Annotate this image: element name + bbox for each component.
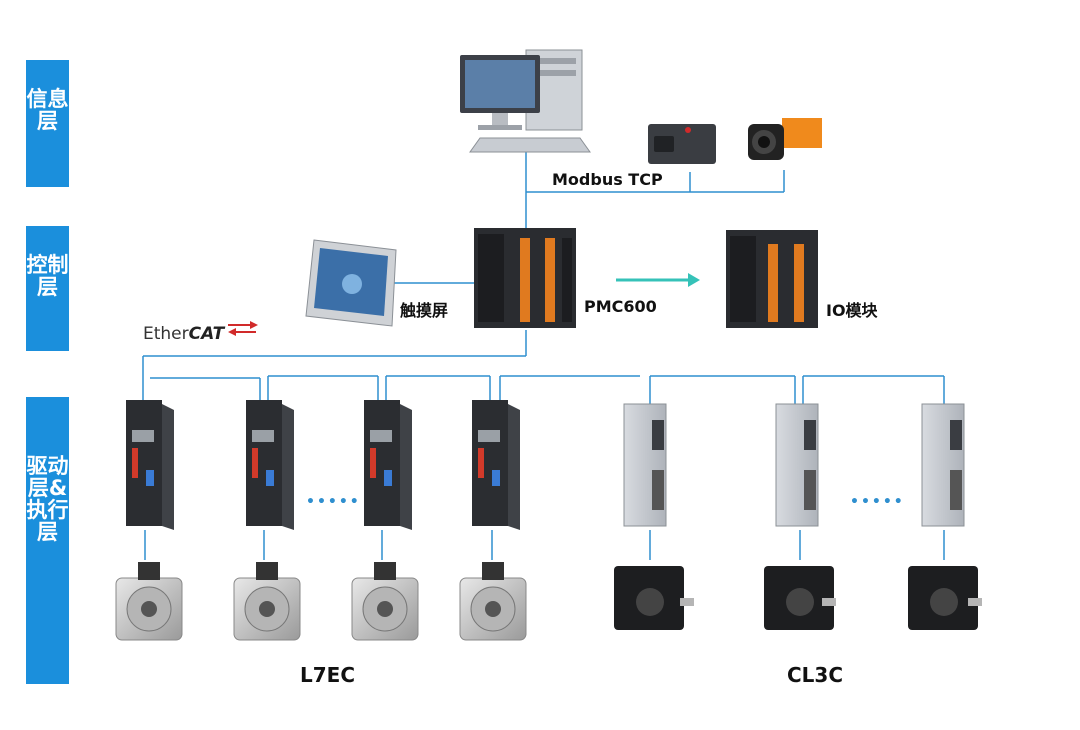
io-module-label: IO模块 [826, 301, 878, 320]
stepper-motor-1-icon [614, 566, 694, 630]
info-layer-label: 信息层 [26, 87, 69, 133]
cl3c-label: CL3C [787, 663, 844, 687]
servo-motor-1-icon [115, 562, 183, 641]
l7ec-drive-1-icon [126, 400, 174, 530]
pmc600-label: PMC600 [584, 297, 657, 316]
control-layer-bar [26, 226, 69, 351]
touchscreen-icon [305, 239, 397, 327]
l7ec-drive-2-icon [246, 400, 294, 530]
touchscreen-label: 触摸屏 [400, 301, 449, 320]
io-module-icon [726, 230, 818, 328]
l7ec-drive-4-icon [472, 400, 520, 530]
cl3c-drive-1-icon [623, 403, 667, 527]
cl3c-drive-2-icon [775, 403, 819, 527]
barcode-scanner-icon [648, 124, 716, 164]
ethercat-arrows-icon [228, 321, 258, 336]
drive-layer-bar [26, 397, 69, 684]
industrial-camera-icon [748, 118, 822, 160]
ethercat-logo: EtherCAT [143, 324, 224, 344]
pmc600-controller-icon [474, 228, 576, 328]
control-layer-label: 控制层 [26, 253, 69, 299]
pc-icon [460, 49, 591, 153]
ellipsis-l7ec: ••••• [306, 494, 361, 510]
modbus-label: Modbus TCP [552, 170, 663, 189]
drive-layer-label: 驱动层&执行层 [26, 454, 69, 544]
stepper-motor-3-icon [908, 566, 982, 630]
servo-motor-3-icon [351, 562, 419, 641]
network-wires [142, 150, 945, 560]
ethercat-logo-suffix: CAT [188, 324, 225, 344]
info-layer-bar [26, 60, 69, 187]
l7ec-label: L7EC [300, 663, 355, 687]
cl3c-drive-3-icon [921, 403, 965, 527]
expansion-arrow [616, 273, 700, 287]
l7ec-drive-3-icon [364, 400, 412, 530]
stepper-motor-2-icon [764, 566, 836, 630]
ethercat-logo-prefix: Ether [143, 324, 189, 344]
servo-motor-4-icon [459, 562, 527, 641]
servo-motor-2-icon [233, 562, 301, 641]
ellipsis-cl3c: ••••• [850, 494, 905, 510]
